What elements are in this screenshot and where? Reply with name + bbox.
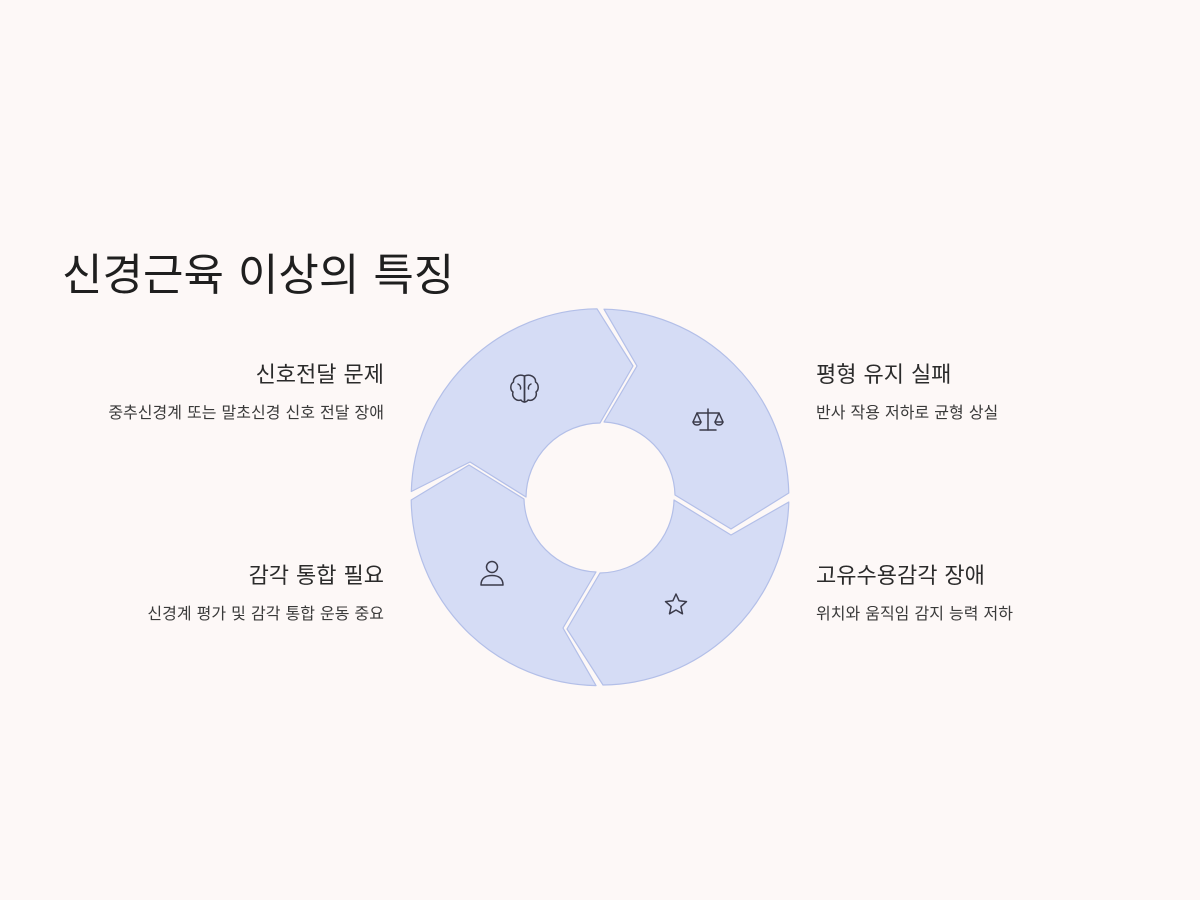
segment-signal-transmission — [410, 308, 634, 498]
item-title: 고유수용감각 장애 — [816, 564, 985, 589]
brain-icon — [510, 374, 539, 403]
person-icon — [480, 560, 504, 586]
segment-sensory-integration — [410, 464, 597, 687]
segment-balance — [603, 308, 790, 530]
item-title: 감각 통합 필요 — [248, 564, 384, 589]
star-icon — [664, 593, 688, 615]
item-description: 신경계 평가 및 감각 통합 운동 중요 — [147, 604, 384, 624]
item-balance: 평형 유지 실패 반사 작용 저하로 균형 상실 — [816, 363, 1156, 423]
cycle-diagram — [400, 296, 800, 696]
item-title: 평형 유지 실패 — [816, 363, 952, 388]
item-description: 중추신경계 또는 말초신경 신호 전달 장애 — [108, 403, 384, 423]
page-title: 신경근육 이상의 특징 — [62, 250, 455, 302]
item-signal-transmission: 신호전달 문제 중추신경계 또는 말초신경 신호 전달 장애 — [44, 363, 384, 423]
cycle-diagram-svg — [410, 308, 790, 687]
item-title: 신호전달 문제 — [255, 363, 384, 388]
item-proprioception: 고유수용감각 장애 위치와 움직임 감지 능력 저하 — [816, 564, 1156, 624]
item-description: 반사 작용 저하로 균형 상실 — [816, 403, 999, 423]
segment-proprioception — [566, 499, 790, 686]
scale-icon — [692, 408, 724, 431]
item-sensory-integration: 감각 통합 필요 신경계 평가 및 감각 통합 운동 중요 — [44, 564, 384, 624]
item-description: 위치와 움직임 감지 능력 저하 — [816, 604, 1013, 624]
